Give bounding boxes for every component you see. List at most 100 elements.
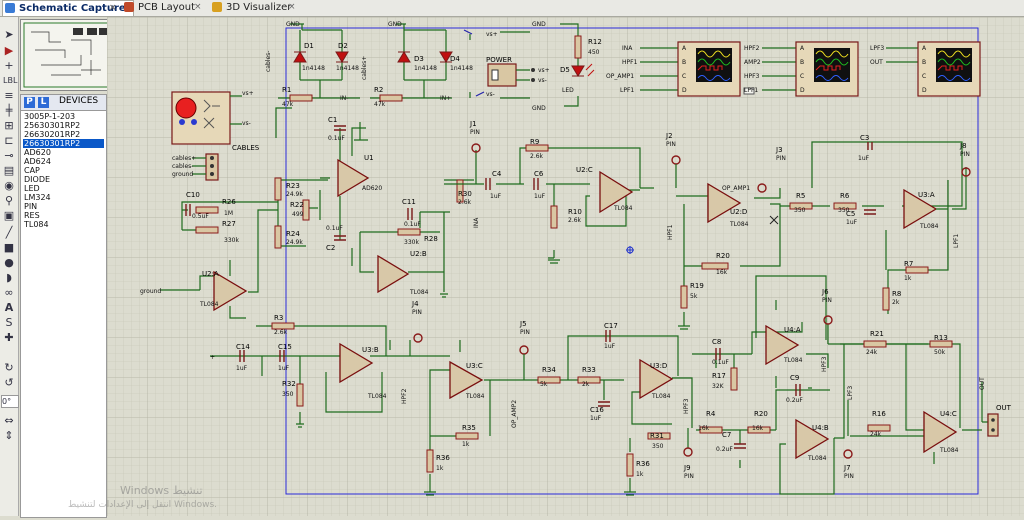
symbol-icon[interactable]: S: [5, 316, 13, 329]
scope-input-label: OUT: [870, 59, 883, 66]
hpf-stage-u4a[interactable]: C8 0.1uF R17 32K U4:A TL084 J6 PIN HPF3: [692, 275, 928, 391]
oscilloscope-1[interactable]: INA HPF1 OP_AMP1 LPF1 A B C D: [606, 41, 755, 97]
scope-input-label: HPF2: [744, 45, 760, 52]
ground-reference-amp[interactable]: ground U2:A TL084: [140, 209, 278, 319]
list-item[interactable]: RES: [24, 211, 40, 220]
crosshair-marker: [626, 246, 634, 254]
list-item[interactable]: TL084: [24, 220, 49, 229]
hpf-stage-1[interactable]: J1 PIN C4 1uF C6 1uF R9 2.6k R10 2.6k U2…: [444, 120, 654, 264]
probe-icon[interactable]: ⚲: [4, 194, 14, 207]
instrument-icon[interactable]: ▣: [3, 209, 15, 222]
amp-stage-u2d[interactable]: J2 PIN U2:D TL084 R20 16k R19 5k OP_AMP1…: [665, 132, 963, 330]
wire-label-icon[interactable]: LBL: [3, 76, 18, 85]
list-item[interactable]: 26630201RP2: [24, 130, 81, 139]
diode-group-2[interactable]: GND D3 1n4148 D4 1n4148 R2 47k IN+ cable…: [361, 21, 473, 108]
amp-stage-u3c[interactable]: U3:C TL084 R35 1k R36 1k J5 PIN OP_AMP2: [410, 320, 530, 496]
lpf-stage-u4b[interactable]: R4 16k R20 16k C7 0.2uF C9 0.2uF U4:B TL…: [696, 344, 898, 495]
tab-pcb-layout[interactable]: PCB Layout ×: [122, 0, 218, 15]
out-label: OUT: [979, 377, 986, 390]
capacitor-ref: C4: [492, 170, 502, 178]
opamp-value: TL084: [613, 205, 633, 212]
led-indicator[interactable]: GND GND R12 450 D5 LED: [532, 21, 602, 112]
schematic-canvas[interactable]: vs+ vs- CABLES cables+ cables- ground GN…: [107, 17, 1024, 516]
rotation-input[interactable]: 0°: [1, 395, 19, 408]
list-item[interactable]: 25630301RP2: [24, 121, 81, 130]
resistor-ref: R20: [754, 410, 768, 418]
rotate-cw-icon[interactable]: ↻: [4, 361, 14, 374]
circle-icon[interactable]: ●: [4, 256, 14, 269]
overview-window[interactable]: [20, 19, 112, 91]
close-tab-icon[interactable]: ×: [109, 3, 117, 13]
close-tab-icon[interactable]: ×: [288, 2, 296, 12]
mirror-h-icon[interactable]: ⇔: [4, 414, 14, 427]
marker-icon[interactable]: ✚: [4, 331, 14, 344]
resistor-ref: R1: [282, 86, 291, 94]
component-mode-icon[interactable]: ▶: [4, 44, 14, 57]
list-item[interactable]: PIN: [24, 202, 38, 211]
scope-input-label: OP_AMP1: [606, 73, 634, 80]
oscilloscope-2[interactable]: HPF2 AMP2 HPF3 LPF1 A B C D: [744, 41, 859, 97]
device-pin-icon[interactable]: ⊸: [4, 149, 14, 162]
tab-schematic-capture[interactable]: Schematic Capture ×: [2, 0, 134, 16]
list-item-selected[interactable]: 26630301RP2: [23, 139, 104, 148]
list-item[interactable]: LM324: [24, 193, 51, 202]
devices-list[interactable]: 3005P-1-203 25630301RP2 26630201RP2 2663…: [20, 110, 107, 518]
junction-dot-icon[interactable]: +: [4, 59, 14, 72]
generator-block[interactable]: vs+ vs-: [171, 90, 254, 145]
overview-thumbnail: [21, 20, 111, 90]
pin-ref: J5: [519, 320, 527, 328]
list-item[interactable]: AD620: [24, 148, 51, 157]
capacitor-ref: C11: [402, 198, 416, 206]
gnd-label: GND: [286, 21, 300, 28]
tab-3d-visualizer[interactable]: 3D Visualizer ×: [210, 0, 312, 15]
schematic-drawing[interactable]: vs+ vs- CABLES cables+ cables- ground GN…: [107, 17, 1024, 516]
resistor-ref: R28: [424, 235, 438, 243]
line-icon[interactable]: ╱: [5, 226, 13, 239]
ground-label: ground: [140, 288, 161, 295]
rotate-ccw-icon[interactable]: ↺: [4, 376, 14, 389]
resistor-ref: R8: [892, 290, 901, 298]
box-icon[interactable]: ■: [3, 241, 15, 254]
resistor-value: 16k: [752, 425, 764, 432]
resistor-ref: R36: [436, 454, 450, 462]
opamp-value: TL084: [465, 393, 485, 400]
capacitor-value: 0.1uF: [712, 359, 729, 366]
graph-icon[interactable]: ▤: [3, 164, 15, 177]
close-tab-icon[interactable]: ×: [194, 2, 202, 12]
terminal-icon[interactable]: ⊏: [4, 134, 14, 147]
generator-icon[interactable]: ◉: [4, 179, 14, 192]
list-item[interactable]: 3005P-1-203: [24, 112, 76, 121]
opamp-ref: U3:A: [918, 191, 935, 199]
summing-stage-u4c[interactable]: R21 24k R13 50k R16 24k U4:C TL084 OUT O…: [840, 330, 1012, 464]
power-connector[interactable]: POWER vs+ vs- vs+ vs-: [463, 29, 550, 99]
text-icon[interactable]: A: [4, 301, 14, 314]
cables-connector[interactable]: CABLES cables+ cables- ground: [172, 144, 260, 181]
library-manager-button[interactable]: L: [38, 97, 49, 108]
path-icon[interactable]: ∞: [4, 286, 14, 299]
bus-icon[interactable]: ╪: [5, 104, 13, 117]
lpf-stage-u3d[interactable]: R34 5k R33 2k C16 1uF C17 1uF U3:D TL084…: [523, 322, 694, 496]
mirror-v-icon[interactable]: ⇕: [4, 429, 14, 442]
diode-group-1[interactable]: GND D1 1n4148 D2 1n4148 R1 47k IN- cable…: [265, 21, 360, 108]
opamp-value: TL084: [367, 393, 387, 400]
list-item[interactable]: CAP: [24, 166, 40, 175]
instrumentation-amp-stage[interactable]: R26 1M R27 330k C10 0.5uF R23 24.9k R22 …: [181, 107, 474, 298]
input-hpf-stage-u3b[interactable]: + C14 1uF C15 1uF R3 2.6k R32 350 U3:B T…: [210, 300, 423, 428]
capacitor-value: 1uF: [846, 219, 858, 226]
list-item[interactable]: AD624: [24, 157, 51, 166]
list-item[interactable]: LED: [24, 184, 40, 193]
pin-ref: J2: [665, 132, 673, 140]
subcircuit-icon[interactable]: ⊞: [4, 119, 14, 132]
list-item[interactable]: DIODE: [24, 175, 51, 184]
opamp-ref: U4:B: [812, 424, 829, 432]
arc-icon[interactable]: ◗: [6, 271, 12, 284]
pick-devices-button[interactable]: P: [24, 97, 35, 108]
select-arrow-icon[interactable]: ➤: [4, 28, 14, 41]
resistor-value: 2.6k: [458, 199, 472, 206]
lpf-stage-u3a[interactable]: R5 350 R6 350 C5 1uF C3 1uF U3:A TL084 J…: [789, 134, 971, 314]
pin-label: PIN: [666, 141, 676, 148]
resistor-value: 2k: [892, 299, 900, 306]
text-script-icon[interactable]: ≡: [4, 89, 14, 102]
oscilloscope-3[interactable]: LPF3 OUT A B C D: [870, 41, 981, 97]
diode-value: 1n4148: [302, 65, 325, 72]
